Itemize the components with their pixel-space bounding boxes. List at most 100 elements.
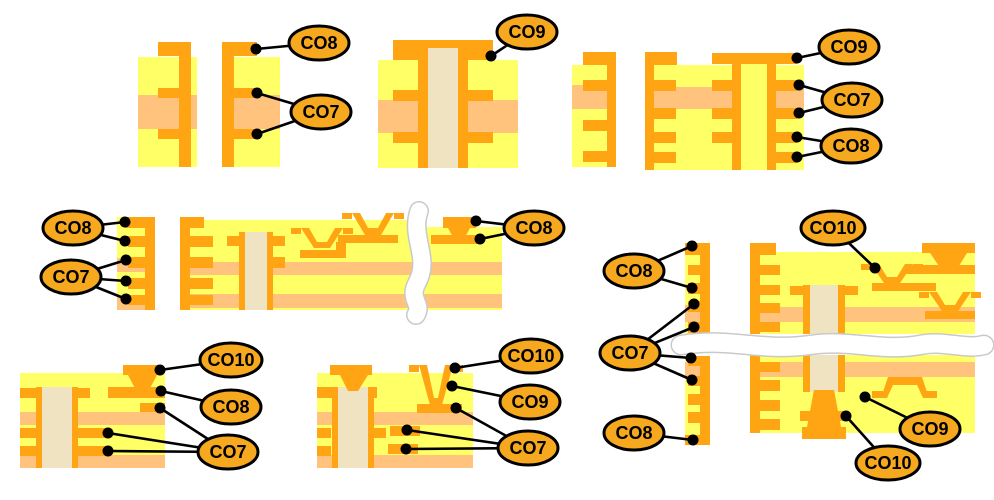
callout-dot [791, 131, 803, 143]
callout-dot [120, 254, 132, 266]
callout-dot [859, 391, 871, 403]
diagram-buildup-both-sides: CO10 CO8 CO7 CO8 CO9 [598, 209, 994, 482]
callout-bubble [799, 209, 867, 247]
microvia-outline [871, 264, 913, 283]
callout-dot [840, 410, 852, 422]
via-fill-plug [810, 285, 838, 334]
callout-label: CO10 [207, 350, 254, 370]
callout-label: CO7 [509, 438, 546, 458]
callout-label: CO10 [809, 218, 856, 238]
callout-bubble [199, 388, 263, 426]
microvia-cap [443, 217, 476, 228]
callout-co10-top: CO10 [799, 209, 881, 274]
callout-dot [474, 233, 486, 245]
callout-label: CO8 [832, 136, 869, 156]
callout-co8-left: CO8 [41, 209, 131, 247]
callout-dot [154, 402, 166, 414]
callout-co9: CO9 [791, 28, 881, 66]
callout-label: CO10 [507, 346, 554, 366]
microvia-cap [922, 243, 975, 253]
via-wall [239, 232, 245, 310]
callout-bubble [289, 93, 353, 131]
filled-microvia [128, 375, 157, 392]
callout-co8-bottom: CO8 [602, 414, 699, 452]
callout-bubble [817, 28, 881, 66]
callout-label: CO8 [615, 423, 652, 443]
callout-dot [686, 282, 698, 294]
diagram-through-hole-pair: CO8 CO7 [138, 24, 353, 167]
callout-label: CO7 [302, 102, 339, 122]
callout-label: CO10 [864, 453, 911, 473]
callout-co8: CO8 [791, 127, 883, 165]
diagram-stacked-vias: CO9 CO7 CO8 [572, 28, 884, 170]
callout-co10: CO10 [154, 341, 264, 379]
callout-bubble [854, 444, 922, 482]
via-wall [838, 355, 845, 392]
callout-dot [119, 235, 131, 247]
callout-co7: CO7 [400, 402, 560, 467]
callout-co7-left: CO7 [39, 254, 132, 305]
callout-label: CO8 [300, 33, 337, 53]
via-wall [803, 355, 810, 392]
via-fill-plug [810, 355, 838, 392]
microvia-outline [352, 213, 394, 235]
via-wall [332, 387, 338, 468]
via-fill-plug [428, 48, 458, 168]
microvia-outline [419, 365, 453, 405]
callout-dot [155, 385, 167, 397]
callout-dot [485, 50, 497, 62]
microvia-outline [929, 292, 971, 311]
via-fill-plug [338, 387, 368, 468]
via-wall [72, 387, 78, 468]
via-wall [267, 232, 273, 310]
diagram-buildup-left: CO10 CO8 CO7 [20, 341, 264, 471]
via-wall [36, 387, 42, 468]
hole-wall-left [179, 42, 191, 167]
callout-dot [470, 215, 482, 227]
callout-bubble [41, 209, 105, 247]
callout-dot [793, 107, 805, 119]
callout-co8: CO8 [155, 385, 263, 426]
callout-dot [250, 43, 262, 55]
via-fill-plug [245, 232, 267, 310]
callout-bubble [819, 127, 883, 165]
callout-dot [688, 298, 700, 310]
callout-label: CO7 [209, 442, 246, 462]
via-wall [732, 53, 741, 170]
hole-wall-right [222, 42, 234, 167]
via-wall [368, 387, 374, 468]
callout-co9: CO9 [859, 391, 962, 448]
via-wall [418, 56, 428, 168]
callout-bubble [898, 410, 962, 448]
callout-label: CO9 [511, 392, 548, 412]
callout-bubble [495, 13, 559, 51]
callout-dot [791, 52, 803, 64]
filled-microvia [340, 375, 368, 391]
callout-dot [688, 321, 700, 333]
diagram-filled-via: CO9 [378, 13, 559, 168]
callout-dot [119, 216, 131, 228]
callout-co8-top: CO8 [602, 240, 698, 294]
filled-microvia [930, 253, 967, 269]
callout-co8: CO8 [470, 209, 566, 247]
callout-dot [791, 151, 803, 163]
callout-dot [686, 240, 698, 252]
diagram-buildup-mid: CO10 CO9 CO7 [317, 337, 564, 468]
callout-co7: CO7 [251, 87, 353, 140]
callout-co8: CO8 [250, 24, 351, 62]
tear-break [672, 333, 993, 357]
callout-dot [401, 424, 413, 436]
callout-co7: CO7 [793, 79, 884, 119]
callout-co9: CO9 [485, 13, 559, 62]
callout-label: CO9 [508, 22, 545, 42]
microvia-outline [881, 377, 929, 398]
microvia-cap [123, 365, 162, 375]
callout-bubble [820, 81, 884, 119]
callout-dot [400, 443, 412, 455]
callout-co7: CO7 [598, 298, 700, 386]
callout-bubble [198, 341, 264, 379]
microvia-outline [301, 228, 343, 248]
callout-dot [685, 352, 697, 364]
callout-bubble [287, 24, 351, 62]
